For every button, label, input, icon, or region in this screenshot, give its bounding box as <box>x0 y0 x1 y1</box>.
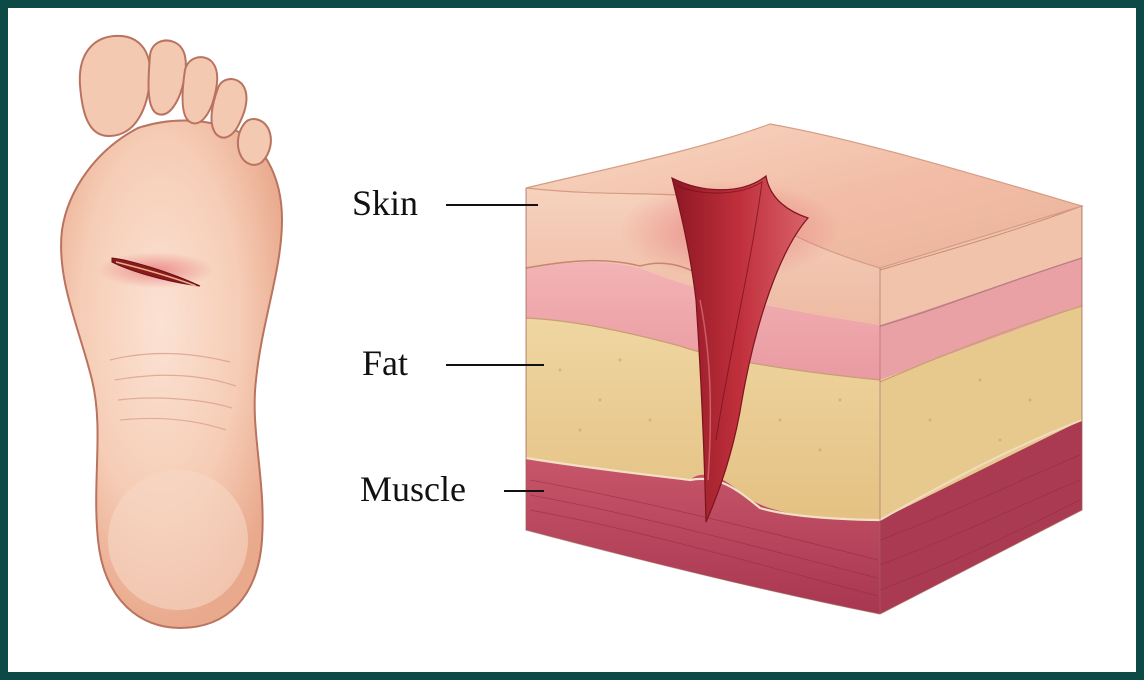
skin-label: Skin <box>352 182 418 224</box>
skin-cross-section-block <box>526 124 1082 614</box>
sole-wound-drawing <box>98 252 214 288</box>
foot-sole-drawing <box>61 36 282 628</box>
fat-label: Fat <box>362 342 408 384</box>
muscle-label: Muscle <box>360 468 466 510</box>
